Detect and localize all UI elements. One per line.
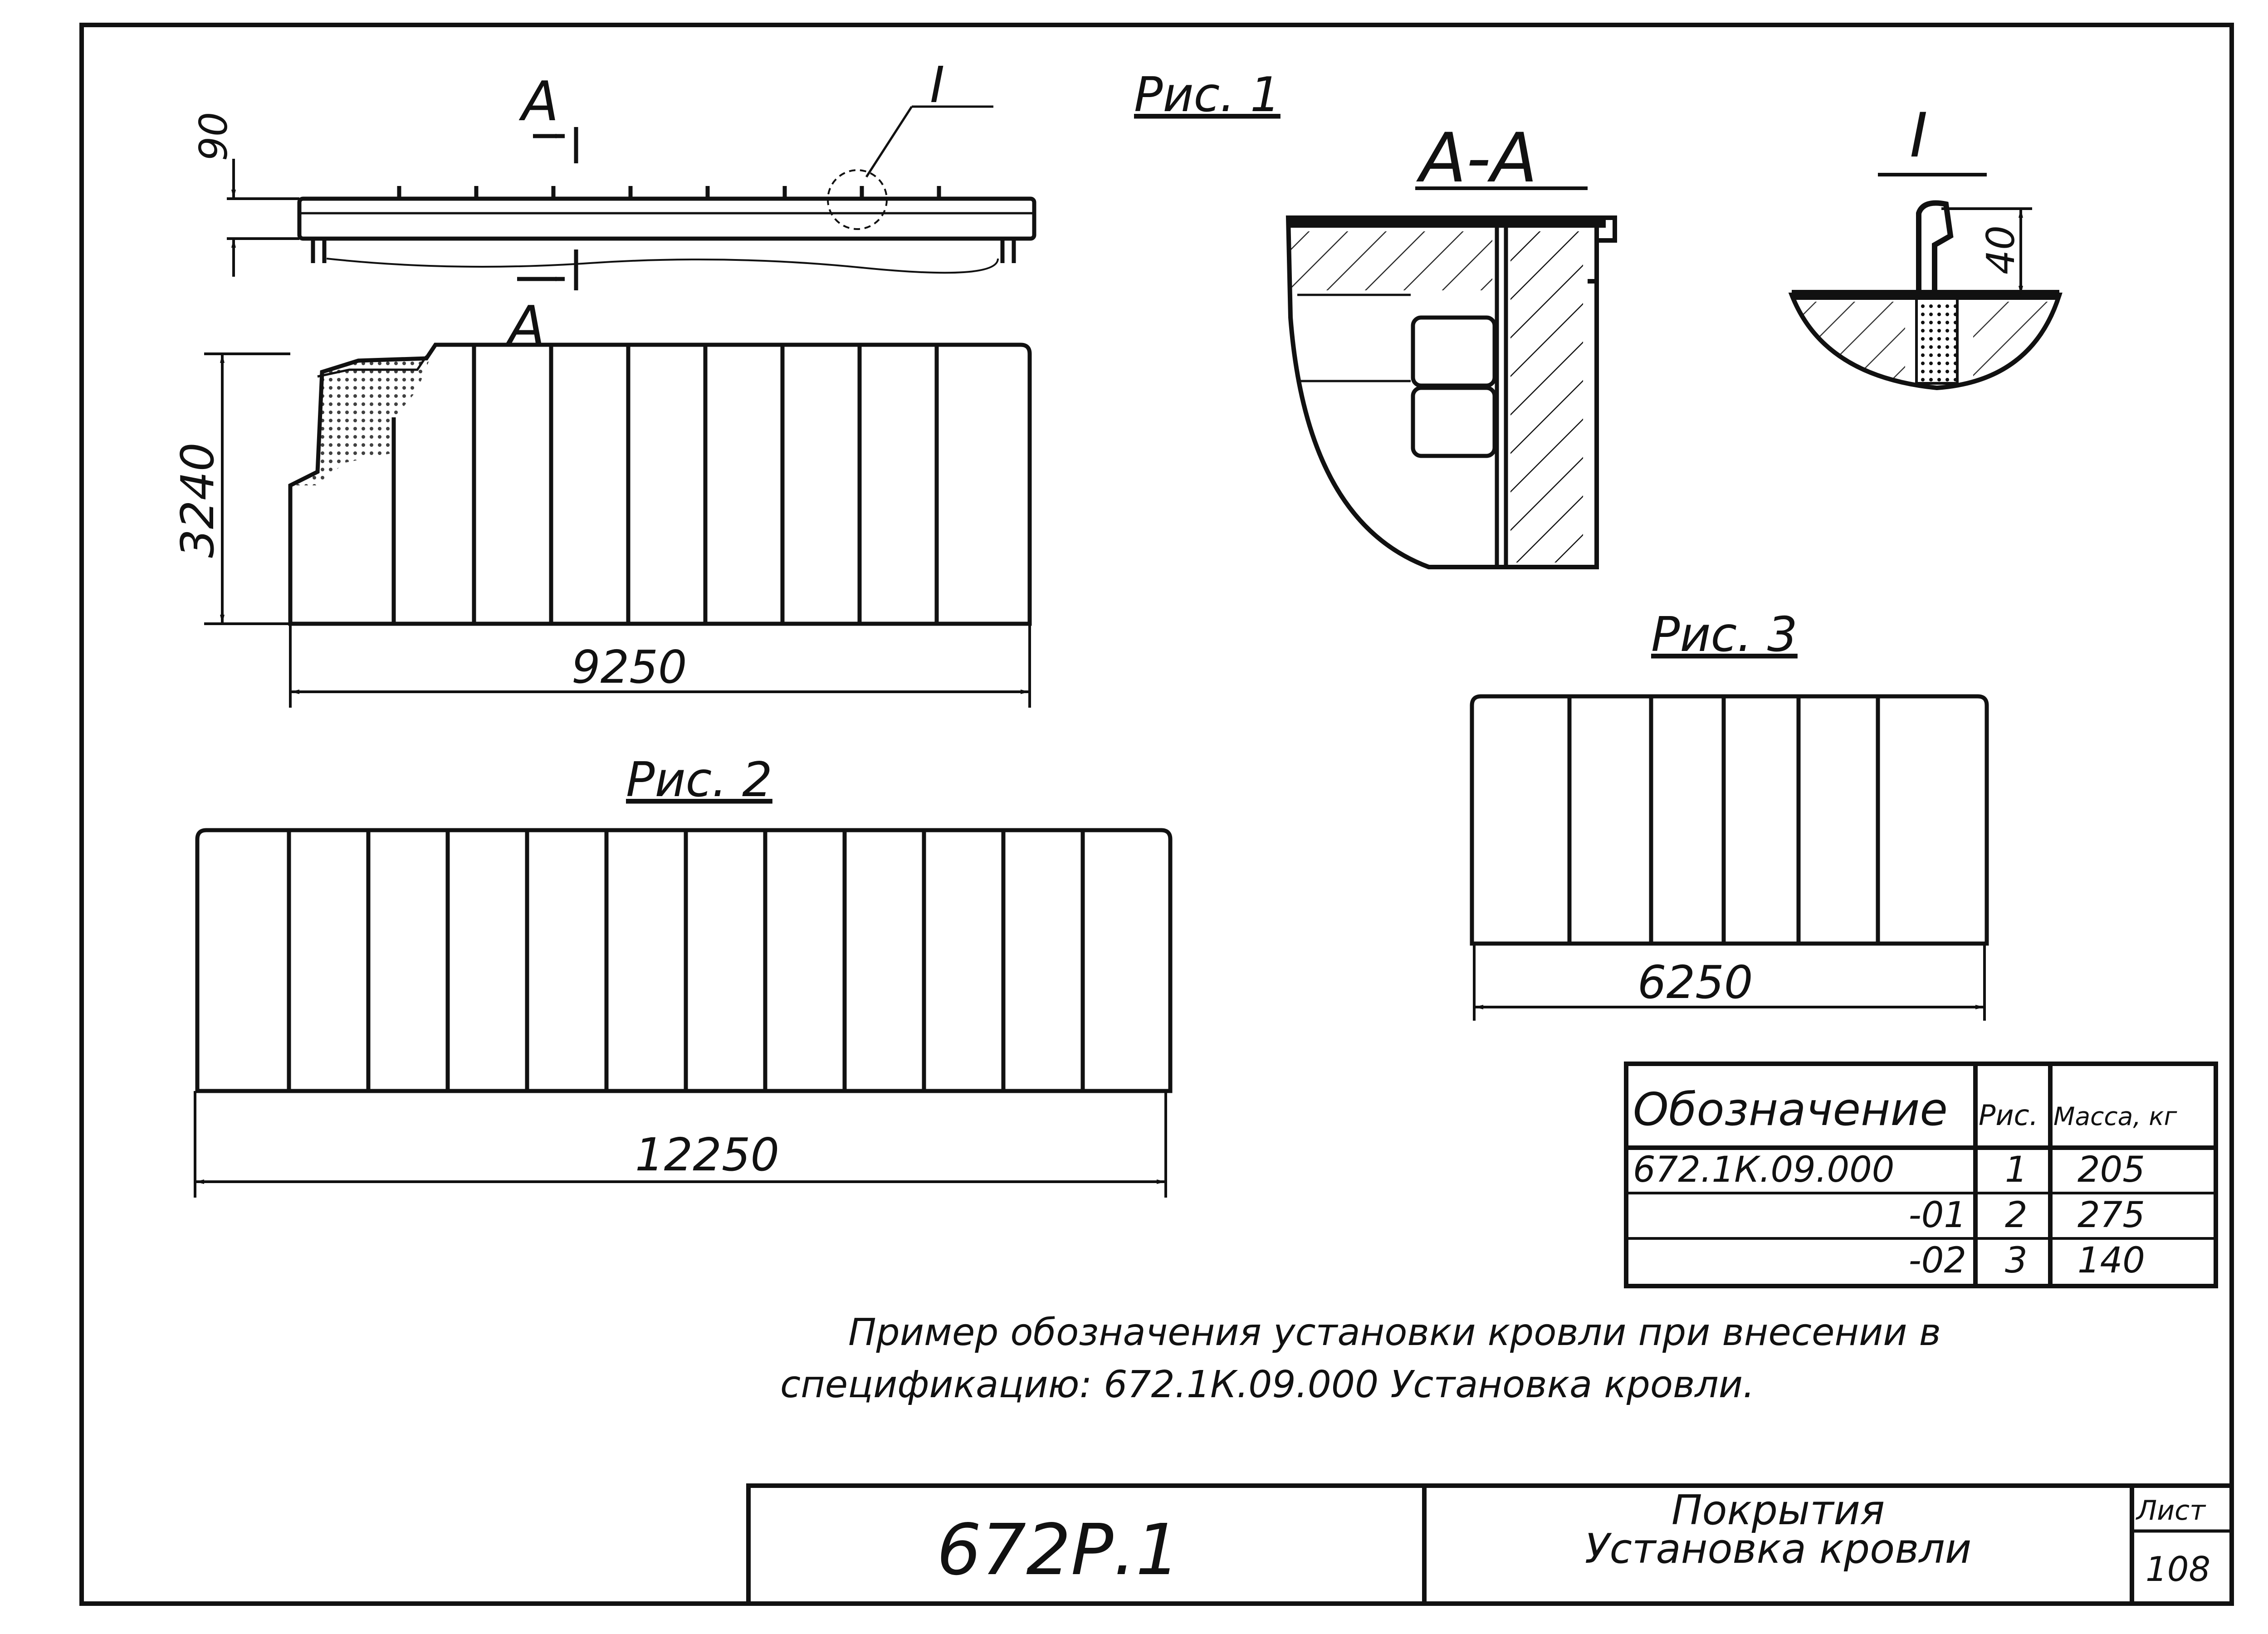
- designation-note: Пример обозначения установки кровли при …: [780, 1311, 1941, 1406]
- dim-3240-label: 3240: [171, 443, 224, 558]
- fig3-plan-view: [1470, 694, 1989, 946]
- dim-9250-label: 9250: [572, 641, 687, 694]
- section-insulation-hatch: [1290, 231, 1492, 290]
- title-line-1: Покрытия: [1672, 1487, 1885, 1534]
- table-row-3-fig: 3: [2005, 1240, 2028, 1281]
- title-block: 672Р.1 Покрытия Установка кровли Лист 10…: [746, 1483, 2234, 1606]
- table-row-1-designation: 672.1К.09.000: [1633, 1150, 1894, 1190]
- dim-90: [227, 159, 299, 277]
- section-label: А-А: [1416, 119, 1537, 198]
- table-row-3-designation: -02: [1909, 1240, 1966, 1281]
- dim-90-label: 90: [191, 112, 236, 161]
- table-header-mass: Масса, кг: [2053, 1102, 2178, 1131]
- detail-hatch-left: [1796, 302, 1905, 381]
- section-a-a: А-А: [1286, 119, 1617, 569]
- table-header-designation: Обозначение: [1633, 1083, 1948, 1136]
- fig2-plan-view: [195, 828, 1173, 1093]
- detail-hatch-right: [1973, 302, 2055, 381]
- dim-3240: [204, 352, 290, 625]
- cut-letter-top: А: [518, 70, 559, 133]
- dim-9250: [289, 624, 1031, 708]
- table-row-1-mass: 205: [2077, 1150, 2145, 1190]
- note-line-1: Пример обозначения установки кровли при …: [848, 1311, 1941, 1354]
- table-header-fig: Рис.: [1979, 1099, 2038, 1132]
- cut-marker-bottom: [517, 250, 578, 290]
- table-row-2-fig: 2: [2005, 1195, 2028, 1236]
- spec-table: Обозначение Рис. Масса, кг 672.1К.09.000…: [1624, 1062, 2218, 1288]
- cut-marker-top: [533, 127, 578, 163]
- detail-joint-filler: [1915, 296, 1959, 385]
- section-cut-body: [1286, 215, 1599, 569]
- section-wall-hatch: [1510, 231, 1583, 563]
- sheet-label: Лист: [2136, 1495, 2206, 1526]
- detail-i: I 40: [1788, 100, 2063, 391]
- fig1-plan-view: [288, 342, 1032, 626]
- table-row-1-fig: 1: [2005, 1150, 2028, 1190]
- dim-40-label: 40: [1979, 225, 2024, 274]
- table-row-2-mass: 275: [2077, 1195, 2145, 1236]
- detail-marker-label: I: [930, 56, 944, 114]
- sheet-number: 108: [2146, 1549, 2210, 1589]
- table-row-3-mass: 140: [2077, 1240, 2145, 1281]
- section-profile-boxes: [1297, 227, 1508, 567]
- dim-6250: [1473, 944, 1986, 1021]
- dim-6250-label: 6250: [1637, 956, 1753, 1009]
- figure-3: Рис. 3 6250: [1470, 607, 1989, 1021]
- figure-2-label: Рис. 2: [626, 752, 772, 807]
- dim-40: [1941, 207, 2032, 296]
- fig1-cutaway-break: [290, 345, 435, 485]
- figure-1-label: Рис. 1: [1134, 67, 1281, 122]
- detail-upstand: [1916, 200, 1954, 295]
- title-line-2: Установка кровли: [1585, 1525, 1972, 1573]
- cut-letter-bottom: А: [505, 295, 545, 358]
- dim-12250: [194, 1091, 1167, 1198]
- table-row-2-designation: -01: [1909, 1195, 1966, 1236]
- figure-2: Рис. 2 12250: [194, 752, 1173, 1198]
- title-code: 672Р.1: [937, 1509, 1180, 1591]
- dim-12250-label: 12250: [635, 1128, 779, 1181]
- section-edge-profile: [1588, 215, 1617, 284]
- figure-1: Рис. 1 I А: [171, 56, 1281, 708]
- note-line-2: спецификацию: 672.1К.09.000 Установка кр…: [780, 1363, 1755, 1406]
- fig1-side-view: [297, 105, 1036, 274]
- figure-3-label: Рис. 3: [1651, 607, 1798, 662]
- detail-label: I: [1910, 100, 1928, 171]
